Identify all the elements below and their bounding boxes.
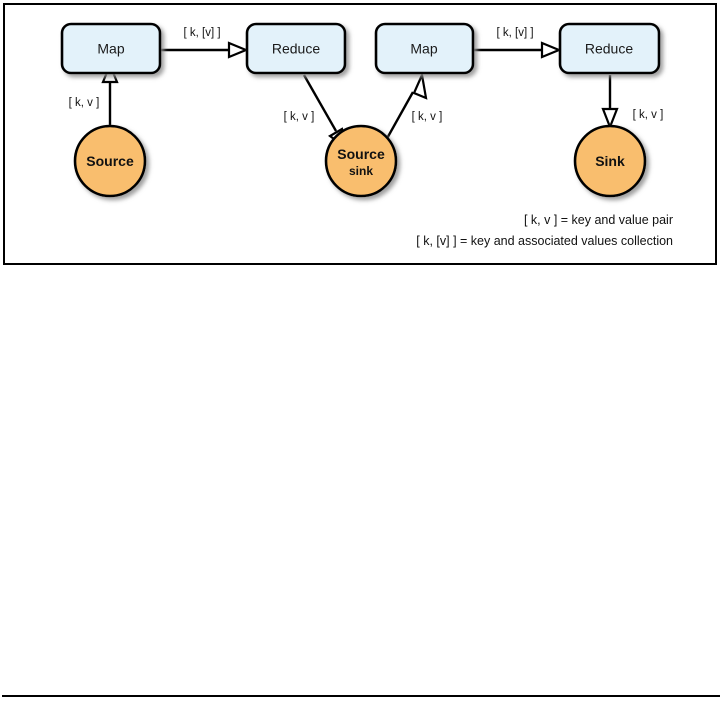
node-reduce-1-label: Reduce (272, 41, 320, 57)
node-reduce-1[interactable]: Reduce (245, 22, 347, 75)
node-source-sink[interactable]: Source sink (324, 124, 398, 198)
node-source-sink-label: Source (337, 146, 385, 162)
edge-reduce2-to-sink: [ k, v ] (601, 75, 664, 131)
legend: [ k, v ] = key and value pair [ k, [v] ]… (416, 213, 673, 248)
figure-frame: [ k, v ] [ k, [v] ] [ k, v ] [ k, v ] [ … (3, 3, 717, 265)
edge-sourcesink-to-map2: [ k, v ] (383, 71, 443, 143)
edge-map2-to-reduce2: [ k, [v] ] (473, 27, 562, 59)
legend-line-2: [ k, [v] ] = key and associated values c… (416, 234, 673, 248)
dataflow-diagram: [ k, v ] [ k, [v] ] [ k, v ] [ k, v ] [ … (60, 22, 673, 248)
node-map-2[interactable]: Map (374, 22, 475, 75)
node-reduce-1-shape[interactable] (245, 22, 347, 75)
edge-label-source-to-map1: [ k, v ] (69, 97, 100, 109)
edge-map1-to-reduce1: [ k, [v] ] (160, 27, 249, 59)
node-reduce-2-shape[interactable] (558, 22, 661, 75)
node-reduce-2-label: Reduce (585, 41, 633, 57)
node-sink-shape[interactable] (573, 124, 647, 198)
node-map-1-shape[interactable] (60, 22, 162, 75)
node-sink[interactable]: Sink (573, 124, 647, 198)
node-map-2-label: Map (410, 41, 437, 57)
page-footer-rule (2, 695, 720, 697)
node-source-label: Source (86, 153, 134, 169)
node-sink-label: Sink (595, 153, 625, 169)
node-map-1[interactable]: Map (60, 22, 162, 75)
edge-label-map2-to-reduce2: [ k, [v] ] (496, 27, 533, 39)
edge-label-reduce2-to-sink: [ k, v ] (633, 109, 664, 121)
node-source-sink-sublabel: sink (349, 164, 373, 178)
edge-label-reduce1-to-sourcesink: [ k, v ] (284, 111, 315, 123)
node-reduce-2[interactable]: Reduce (558, 22, 661, 75)
node-map-2-shape[interactable] (374, 22, 475, 75)
node-source-sink-shape[interactable] (324, 124, 398, 198)
node-source-shape[interactable] (73, 124, 147, 198)
edge-label-sourcesink-to-map2: [ k, v ] (412, 111, 443, 123)
edge-label-map1-to-reduce1: [ k, [v] ] (183, 27, 220, 39)
legend-line-1: [ k, v ] = key and value pair (524, 213, 673, 227)
node-source[interactable]: Source (73, 124, 147, 198)
node-map-1-label: Map (97, 41, 124, 57)
